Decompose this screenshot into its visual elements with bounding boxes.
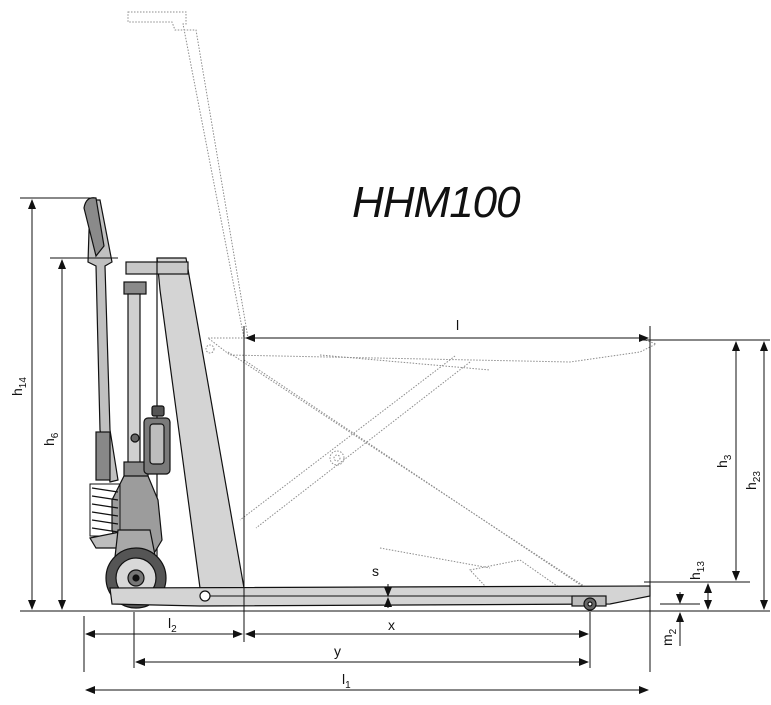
label-m2: m2 xyxy=(659,628,679,646)
label-l2: l2 xyxy=(168,615,177,635)
label-h6: h6 xyxy=(41,432,61,446)
label-h23: h23 xyxy=(743,471,763,490)
label-h14: h14 xyxy=(9,377,29,396)
label-s: s xyxy=(372,563,379,579)
dimension-labels: h14 h6 h3 h23 h13 m2 s l l2 x y xyxy=(9,317,763,691)
truck-body xyxy=(83,197,651,611)
model-title: HHM100 xyxy=(352,178,521,227)
label-x: x xyxy=(388,617,395,633)
label-h13: h13 xyxy=(687,561,707,580)
label-h3: h3 xyxy=(714,454,734,468)
label-y: y xyxy=(334,643,341,659)
label-l1: l1 xyxy=(342,671,351,691)
dimension-lines xyxy=(20,197,770,694)
label-l: l xyxy=(456,317,459,333)
